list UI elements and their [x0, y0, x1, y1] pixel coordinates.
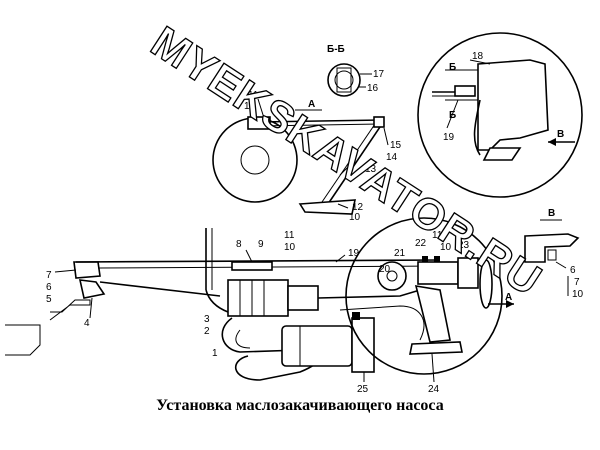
view-v: В 6 7 10 [524, 208, 584, 300]
label-10-circle: 10 [440, 242, 452, 253]
section-b-b-title: Б-Б [327, 44, 345, 55]
label-13: 13 [365, 164, 377, 175]
label-19-callout: 19 [443, 132, 455, 143]
label-19-main: 19 [348, 248, 360, 259]
main-assembly: 7 6 5 4 8 9 11 10 3 2 1 [5, 228, 441, 395]
watermark-text: MYEKSKAVATOR.RU [143, 17, 551, 305]
section-b-b: Б-Б 17 16 [327, 44, 385, 97]
label-6-left: 6 [46, 282, 52, 293]
label-23: 23 [458, 240, 470, 251]
label-10-upper: 10 [244, 101, 256, 112]
label-17: 17 [373, 69, 385, 80]
label-11-main: 11 [284, 230, 295, 241]
upper-lever-assembly: А 11 10 15 14 13 12 10 [212, 90, 402, 223]
label-7-viewv: 7 [574, 277, 580, 288]
label-16: 16 [367, 83, 379, 94]
label-10-mid: 10 [349, 212, 361, 223]
label-10-viewv: 10 [572, 289, 584, 300]
label-7-left: 7 [46, 270, 52, 281]
label-11-circle: 11 [432, 230, 443, 241]
label-b-top: Б [449, 62, 456, 73]
lower-detail-circle: 21 20 22 11 10 23 24 А [345, 217, 514, 395]
label-20: 20 [379, 264, 391, 275]
label-b-bottom: Б [449, 110, 456, 121]
label-18: 18 [472, 51, 484, 62]
view-a-label: А [308, 99, 315, 110]
label-6-viewv: 6 [570, 265, 576, 276]
detail-callout: 18 19 Б Б В [417, 32, 583, 198]
label-1: 1 [212, 348, 218, 359]
label-11-upper: 11 [248, 90, 259, 101]
label-2: 2 [204, 326, 210, 337]
label-25: 25 [357, 384, 369, 395]
label-10-main: 10 [284, 242, 296, 253]
view-v-title: В [548, 208, 555, 219]
label-14: 14 [386, 152, 398, 163]
label-12: 12 [352, 202, 364, 213]
figure-caption: Установка маслозакачивающего насоса [156, 397, 444, 414]
label-15: 15 [390, 140, 402, 151]
label-5: 5 [46, 294, 52, 305]
label-21: 21 [394, 248, 406, 259]
label-22: 22 [415, 238, 427, 249]
label-8: 8 [236, 239, 242, 250]
label-24: 24 [428, 384, 440, 395]
label-9: 9 [258, 239, 264, 250]
label-v-arrow: В [557, 129, 564, 140]
label-4: 4 [84, 318, 90, 329]
arrow-a-label: А [505, 292, 512, 303]
label-3: 3 [204, 314, 210, 325]
